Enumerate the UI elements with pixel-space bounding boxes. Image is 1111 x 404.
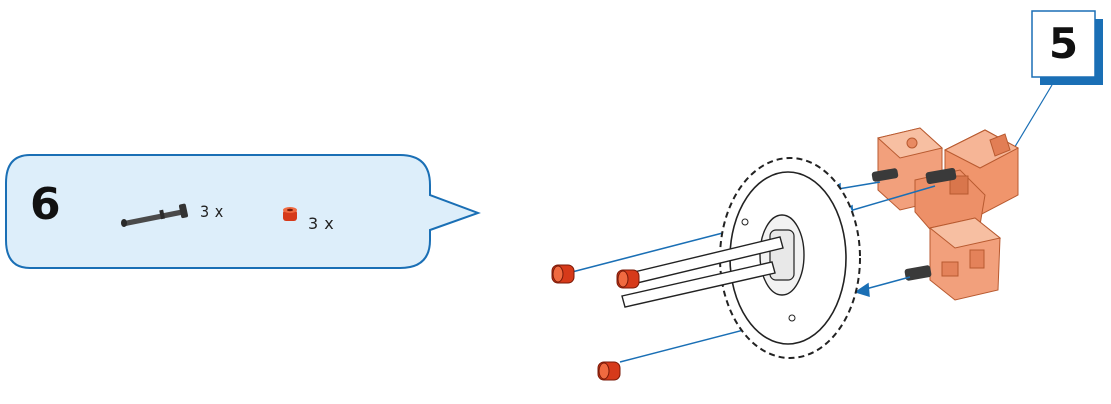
step-number: 6 — [30, 180, 61, 230]
previous-step-number: 5 — [1032, 11, 1095, 77]
orange-block-assembly — [871, 128, 1018, 300]
red-bushings — [552, 265, 639, 380]
red-bushing-icon — [283, 207, 297, 221]
parts-callout-bubble — [6, 155, 478, 268]
bushing-quantity: 3 x — [308, 214, 334, 233]
axle-pin-quantity: 3 x — [200, 202, 224, 221]
